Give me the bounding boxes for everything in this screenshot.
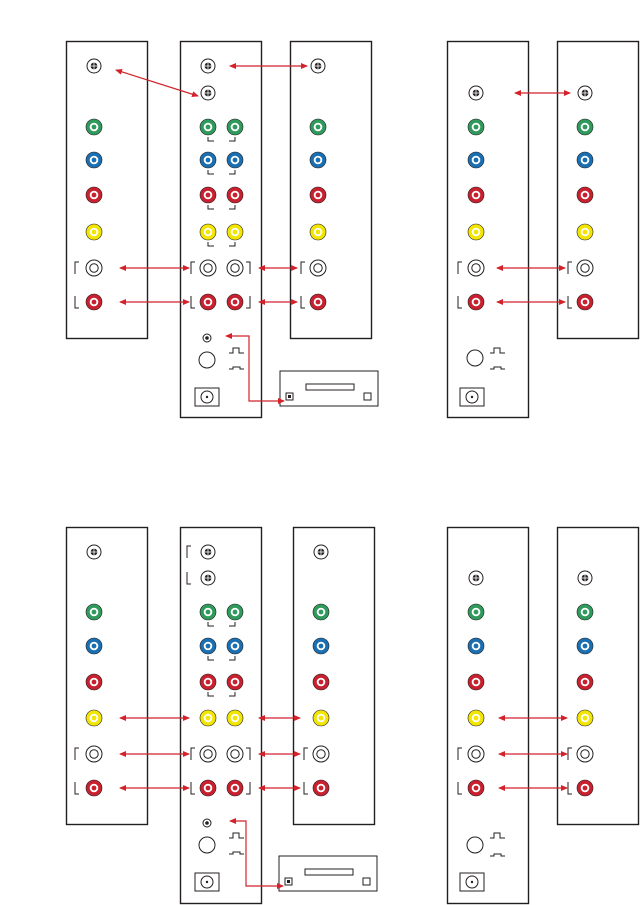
- panel-source-top-right: [448, 42, 529, 418]
- decoder-power-port-icon: [364, 393, 371, 400]
- green-rca-jack-core: [474, 125, 479, 130]
- blue-rca-jack-core: [583, 644, 588, 649]
- red-rca-jack-core: [92, 786, 97, 791]
- white-audio-jack-inner: [314, 264, 322, 272]
- green-rca-jack-core: [206, 125, 211, 130]
- white-audio-jack-inner: [231, 264, 239, 272]
- white-audio-jack-inner: [231, 750, 239, 758]
- green-rca-jack-core: [92, 610, 97, 615]
- decoder-power-port-icon: [363, 878, 370, 885]
- green-rca-jack-core: [316, 125, 321, 130]
- panel-display-top: [291, 42, 372, 339]
- panel-receiver-bottom: [181, 528, 262, 904]
- blue-rca-jack-core: [474, 644, 479, 649]
- red-rca-jack-core: [319, 680, 324, 685]
- yellow-rca-jack-core: [316, 230, 321, 235]
- yellow-rca-jack-core: [474, 716, 479, 721]
- decoder-slot: [306, 384, 354, 390]
- small-port-core: [205, 336, 209, 340]
- decoder-optical-port-core: [288, 395, 291, 398]
- red-rca-jack-core: [206, 193, 211, 198]
- green-rca-jack-core: [92, 125, 97, 130]
- white-audio-jack-inner: [317, 750, 325, 758]
- yellow-rca-jack-core: [92, 716, 97, 721]
- panel-source-bottom-left: [67, 528, 148, 825]
- red-rca-jack-core: [319, 786, 324, 791]
- red-rca-jack-core: [233, 300, 238, 305]
- decoder-slot: [305, 869, 353, 875]
- green-rca-jack-core: [233, 610, 238, 615]
- red-rca-jack-core: [583, 193, 588, 198]
- blue-rca-jack-core: [319, 644, 324, 649]
- blue-rca-jack-core: [583, 158, 588, 163]
- yellow-rca-jack-core: [92, 230, 97, 235]
- power-socket-pin: [471, 881, 473, 883]
- yellow-rca-jack-core: [233, 230, 238, 235]
- control-knob-icon: [199, 837, 215, 853]
- white-audio-jack-inner: [581, 264, 589, 272]
- panel-display-bottom-right: [558, 528, 639, 825]
- yellow-rca-jack-core: [474, 230, 479, 235]
- yellow-rca-jack-core: [319, 716, 324, 721]
- white-audio-jack-inner: [472, 750, 480, 758]
- red-rca-jack-core: [474, 300, 479, 305]
- green-rca-jack-core: [583, 610, 588, 615]
- blue-rca-jack-core: [233, 158, 238, 163]
- green-rca-jack-core: [206, 610, 211, 615]
- yellow-rca-jack-core: [206, 716, 211, 721]
- power-socket-pin: [206, 396, 208, 398]
- green-rca-jack-core: [319, 610, 324, 615]
- white-audio-jack-inner: [581, 750, 589, 758]
- white-audio-jack-inner: [204, 264, 212, 272]
- decoder-optical-port-core: [287, 880, 290, 883]
- white-audio-jack-inner: [90, 750, 98, 758]
- panel-display-bottom: [294, 528, 375, 825]
- control-knob-icon: [199, 352, 215, 368]
- green-rca-jack-core: [583, 125, 588, 130]
- red-rca-jack-core: [206, 786, 211, 791]
- power-socket-pin: [471, 396, 473, 398]
- red-rca-jack-core: [474, 786, 479, 791]
- blue-rca-jack-core: [233, 644, 238, 649]
- panel-source-bottom-right: [448, 528, 529, 904]
- power-socket-pin: [206, 881, 208, 883]
- red-rca-jack-core: [206, 680, 211, 685]
- red-rca-jack-core: [92, 680, 97, 685]
- panel-display-top-right: [558, 42, 639, 339]
- red-rca-jack-core: [206, 300, 211, 305]
- red-rca-jack-core: [583, 680, 588, 685]
- white-audio-jack-inner: [90, 264, 98, 272]
- red-rca-jack-core: [233, 193, 238, 198]
- panel-source-top-left: [67, 42, 148, 339]
- blue-rca-jack-core: [206, 158, 211, 163]
- control-knob-icon: [467, 350, 483, 366]
- red-rca-jack-core: [92, 300, 97, 305]
- red-rca-jack-core: [233, 786, 238, 791]
- red-rca-jack-core: [474, 680, 479, 685]
- red-rca-jack-core: [316, 193, 321, 198]
- yellow-rca-jack-core: [206, 230, 211, 235]
- white-audio-jack-inner: [204, 750, 212, 758]
- small-port-core: [205, 821, 209, 825]
- red-rca-jack-core: [583, 300, 588, 305]
- yellow-rca-jack-core: [583, 716, 588, 721]
- yellow-rca-jack-core: [583, 230, 588, 235]
- blue-rca-jack-core: [474, 158, 479, 163]
- red-rca-jack-core: [583, 786, 588, 791]
- control-knob-icon: [467, 837, 483, 853]
- red-rca-jack-core: [233, 680, 238, 685]
- blue-rca-jack-core: [92, 158, 97, 163]
- blue-rca-jack-core: [316, 158, 321, 163]
- yellow-rca-jack-core: [233, 716, 238, 721]
- blue-rca-jack-core: [206, 644, 211, 649]
- white-audio-jack-inner: [472, 264, 480, 272]
- red-rca-jack-core: [316, 300, 321, 305]
- green-rca-jack-core: [233, 125, 238, 130]
- red-rca-jack-core: [92, 193, 97, 198]
- blue-rca-jack-core: [92, 644, 97, 649]
- green-rca-jack-core: [474, 610, 479, 615]
- red-rca-jack-core: [474, 193, 479, 198]
